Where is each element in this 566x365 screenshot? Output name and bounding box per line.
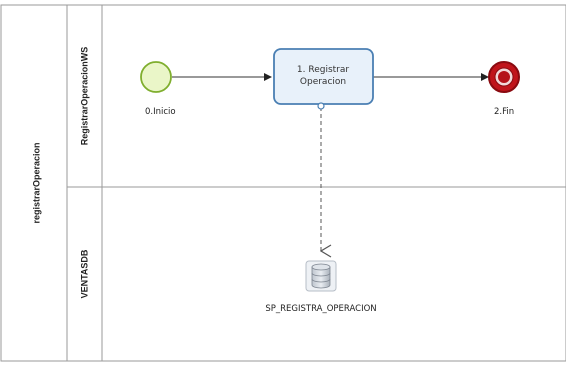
- start-event-label: 0.Inicio: [145, 107, 176, 117]
- lane-registrar-operacion-ws[interactable]: RegistrarOperacionWS: [79, 47, 89, 146]
- task-registrar-operacion[interactable]: 1. Registrar Operacion: [273, 48, 374, 110]
- database-icon: [311, 263, 331, 289]
- task-label-line2: Operacion: [300, 77, 346, 87]
- end-event-label: 2.Fin: [494, 107, 514, 117]
- lane-label-db: VENTASDB: [79, 249, 89, 298]
- lane-ventasdb[interactable]: VENTASDB: [79, 249, 89, 298]
- data-store-label: SP_REGISTRA_OPERACION: [265, 304, 376, 314]
- end-event-core-icon: [498, 71, 510, 83]
- task-label-line1: 1. Registrar: [297, 65, 349, 75]
- pool-label: registrarOperacion: [31, 142, 41, 223]
- lane-label-ws: RegistrarOperacionWS: [79, 47, 89, 146]
- association-anchor-icon: [317, 102, 325, 110]
- start-event-icon: [140, 61, 172, 93]
- start-event[interactable]: [140, 61, 172, 93]
- end-event[interactable]: [488, 61, 520, 93]
- data-store[interactable]: [305, 260, 337, 292]
